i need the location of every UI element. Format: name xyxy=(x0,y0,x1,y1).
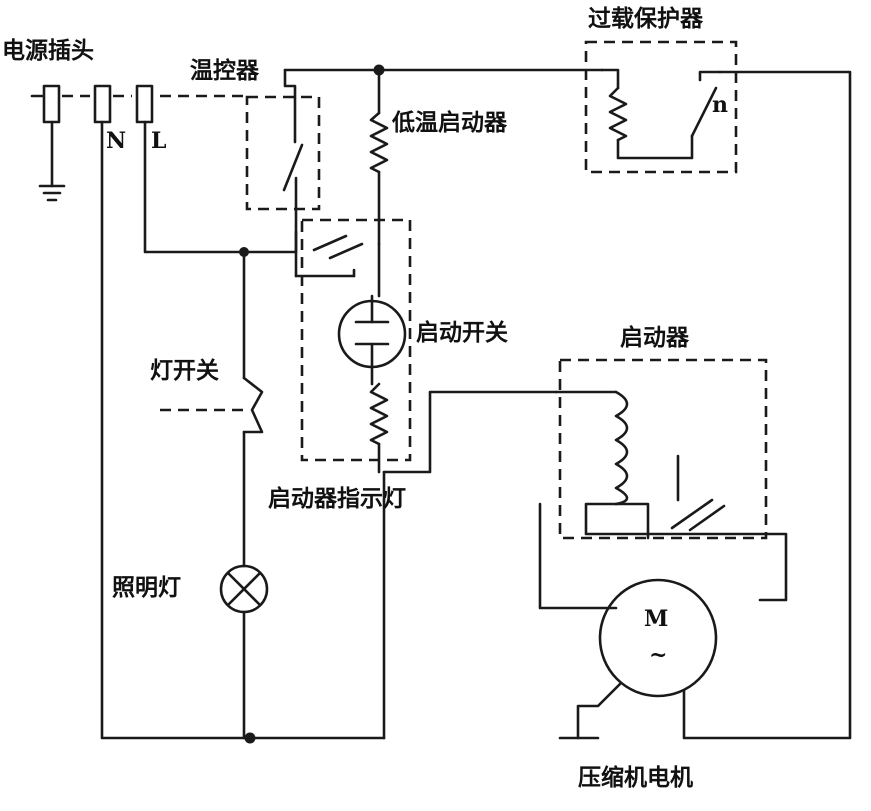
plug-pin-live xyxy=(135,84,154,124)
power-plug xyxy=(30,84,154,124)
thermostat-box xyxy=(245,95,321,211)
starter xyxy=(538,358,788,610)
plug-pin-neutral xyxy=(93,84,112,124)
light-switch-label: 灯开关 xyxy=(150,357,219,384)
overload-heater xyxy=(608,86,628,142)
power-plug-label: 电源插头 xyxy=(2,38,94,64)
overload-protector-label: 过载保护器 xyxy=(588,5,704,32)
motor-symbol: M xyxy=(644,606,668,632)
starter-indicator-label: 启动器指示灯 xyxy=(268,485,406,512)
thermostat xyxy=(245,68,321,234)
start-switch-box xyxy=(300,218,412,462)
motor-circle xyxy=(598,578,718,698)
ground-symbol xyxy=(38,120,66,202)
starter-box xyxy=(558,358,768,540)
low-temp-resistor xyxy=(369,111,389,174)
lighting-lamp-label: 照明灯 xyxy=(112,575,181,601)
neutral-label: N xyxy=(106,128,126,154)
lighting-lamp xyxy=(219,564,386,744)
top-bus xyxy=(283,64,604,76)
starter-label: 启动器 xyxy=(620,324,690,351)
live-label: L xyxy=(151,128,166,154)
light-switch xyxy=(160,247,264,568)
low-temp-starter xyxy=(369,68,389,246)
starter-coil xyxy=(614,390,629,506)
neutral-wire xyxy=(100,120,252,740)
start-switch xyxy=(294,218,558,740)
bimetal-mark: n xyxy=(712,92,728,118)
thermostat-label: 温控器 xyxy=(190,57,260,84)
start-switch-label: 启动开关 xyxy=(416,319,508,346)
compressor-motor xyxy=(558,578,718,740)
plug-pin-ground xyxy=(42,84,61,124)
overload-protector: n xyxy=(584,40,852,740)
low-temp-starter-label: 低温启动器 xyxy=(391,109,508,136)
live-wire xyxy=(143,94,298,254)
ac-symbol: ~ xyxy=(649,642,667,668)
indicator-resistor xyxy=(369,382,389,446)
compressor-motor-label: 压缩机电机 xyxy=(578,764,693,791)
overload-box xyxy=(584,40,738,174)
